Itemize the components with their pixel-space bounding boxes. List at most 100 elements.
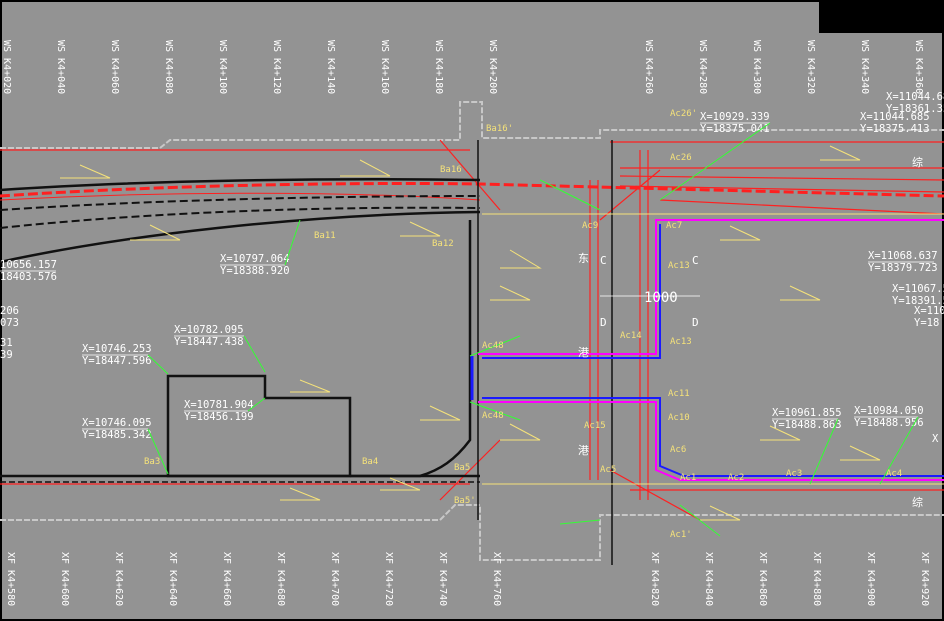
edge-fragment-1: 206 bbox=[0, 305, 19, 317]
svg-text:Ba16': Ba16' bbox=[486, 124, 513, 134]
svg-text:Y=18388.920: Y=18388.920 bbox=[220, 265, 290, 277]
chinese-mark-3: 东 bbox=[578, 252, 589, 265]
station-label: XF K4+760 bbox=[491, 552, 502, 606]
boundary-bottom bbox=[0, 504, 944, 561]
yellow-lines bbox=[60, 145, 944, 521]
svg-text:Ac9: Ac9 bbox=[582, 221, 598, 231]
svg-text:X=11044.685: X=11044.685 bbox=[860, 111, 930, 123]
edge-fragment-2: 073 bbox=[0, 317, 19, 329]
pipe-lines bbox=[470, 219, 944, 481]
coord-14: X bbox=[932, 433, 939, 445]
coord-underlines bbox=[0, 122, 934, 430]
svg-text:Ac1: Ac1 bbox=[680, 473, 696, 483]
svg-text:Ba11: Ba11 bbox=[314, 231, 336, 241]
station-labels-top: WS K4+020 WS K4+040 WS K4+060 WS K4+080 WS K… bbox=[1, 40, 924, 94]
station-label: XF K4+700 bbox=[329, 552, 340, 606]
svg-text:Ac1': Ac1' bbox=[670, 530, 692, 540]
station-label: XF K4+580 bbox=[5, 552, 16, 606]
station-label: WS K4+060 bbox=[109, 40, 120, 94]
section-mark-d1: D bbox=[600, 316, 607, 329]
svg-text:X: X bbox=[932, 433, 939, 445]
svg-text:Ac11: Ac11 bbox=[668, 389, 690, 399]
svg-text:Ba16: Ba16 bbox=[440, 165, 462, 175]
svg-text:Ac48: Ac48 bbox=[482, 411, 504, 421]
svg-text:X=10929.339: X=10929.339 bbox=[700, 111, 770, 123]
svg-text:X=11068.637: X=11068.637 bbox=[868, 250, 938, 262]
svg-text:X=11044.68: X=11044.68 bbox=[886, 91, 944, 103]
dimension-text: 1000 bbox=[644, 290, 678, 306]
svg-text:Ba12: Ba12 bbox=[432, 239, 454, 249]
svg-text:Ac48: Ac48 bbox=[482, 341, 504, 351]
svg-text:Y=18488.863: Y=18488.863 bbox=[772, 419, 842, 431]
station-label: WS K4+260 bbox=[643, 40, 654, 94]
svg-text:X=10961.855: X=10961.855 bbox=[772, 407, 842, 419]
svg-text:Y=18379.723: Y=18379.723 bbox=[868, 262, 938, 274]
svg-text:Ac13: Ac13 bbox=[670, 337, 692, 347]
station-label: XF K4+660 bbox=[221, 552, 232, 606]
svg-text:Y=18485.342: Y=18485.342 bbox=[82, 429, 152, 441]
station-label: XF K4+680 bbox=[275, 552, 286, 606]
station-label: XF K4+620 bbox=[113, 552, 124, 606]
station-label: WS K4+040 bbox=[55, 40, 66, 94]
station-label: WS K4+320 bbox=[805, 40, 816, 94]
station-labels-bottom: XF K4+580 XF K4+600 XF K4+620 XF K4+640 XF K… bbox=[5, 552, 930, 606]
svg-text:Ba4: Ba4 bbox=[362, 457, 378, 467]
station-label: WS K4+180 bbox=[433, 40, 444, 94]
svg-text:Ac3: Ac3 bbox=[786, 469, 802, 479]
chinese-mark-4: 港 bbox=[578, 346, 589, 359]
station-label: WS K4+080 bbox=[163, 40, 174, 94]
station-label: XF K4+600 bbox=[59, 552, 70, 606]
station-label: WS K4+340 bbox=[859, 40, 870, 94]
feature-labels: Ba16' Ba16 Ba11 Ba12 Ba3 Ba4 Ba5 Ba5' Ac… bbox=[144, 109, 902, 540]
station-label: WS K4+360 bbox=[913, 40, 924, 94]
red-dashed-alignment bbox=[0, 182, 944, 198]
svg-text:Y=18488.956: Y=18488.956 bbox=[854, 417, 924, 429]
coord-2: X=11044.68Y=18361.35 bbox=[886, 91, 944, 115]
station-label: XF K4+640 bbox=[167, 552, 178, 606]
station-label: WS K4+020 bbox=[1, 40, 12, 94]
station-label: WS K4+300 bbox=[751, 40, 762, 94]
svg-text:Y=18375.041: Y=18375.041 bbox=[700, 123, 770, 135]
svg-text:X=10746.095: X=10746.095 bbox=[82, 417, 152, 429]
frame-bottom-border bbox=[0, 619, 944, 621]
svg-text:X=11067.5: X=11067.5 bbox=[892, 283, 944, 295]
svg-text:X=10781.904: X=10781.904 bbox=[184, 399, 254, 411]
edge-fragment-4: 39 bbox=[0, 349, 13, 361]
station-label: WS K4+280 bbox=[697, 40, 708, 94]
structure-verticals bbox=[477, 140, 613, 565]
curved-wall bbox=[350, 220, 472, 478]
svg-text:Y=18375.413: Y=18375.413 bbox=[860, 123, 930, 135]
chinese-mark-5: 港 bbox=[578, 444, 589, 457]
red-road-lines bbox=[0, 139, 944, 521]
edge-fragment-3: 31 bbox=[0, 337, 13, 349]
svg-text:Ac13: Ac13 bbox=[668, 261, 690, 271]
svg-text:Ac2: Ac2 bbox=[728, 473, 744, 483]
svg-text:Ac5: Ac5 bbox=[600, 465, 616, 475]
svg-text:Y=18447.596: Y=18447.596 bbox=[82, 355, 152, 367]
frame-top-line bbox=[0, 0, 944, 33]
station-label: WS K4+200 bbox=[487, 40, 498, 94]
station-label: XF K4+860 bbox=[757, 552, 768, 606]
boundary-top bbox=[0, 101, 944, 149]
svg-text:10656.157: 10656.157 bbox=[0, 259, 57, 271]
svg-text:X=10782.095: X=10782.095 bbox=[174, 324, 244, 336]
svg-text:Ba5: Ba5 bbox=[454, 463, 470, 473]
svg-text:18403.576: 18403.576 bbox=[0, 271, 57, 283]
station-label: XF K4+840 bbox=[703, 552, 714, 606]
svg-text:Ac14: Ac14 bbox=[620, 331, 642, 341]
svg-text:Ac4: Ac4 bbox=[886, 469, 902, 479]
station-label: WS K4+100 bbox=[217, 40, 228, 94]
station-label: XF K4+740 bbox=[437, 552, 448, 606]
svg-text:X=110: X=110 bbox=[914, 305, 944, 317]
chinese-mark-1: 综 bbox=[912, 155, 923, 169]
